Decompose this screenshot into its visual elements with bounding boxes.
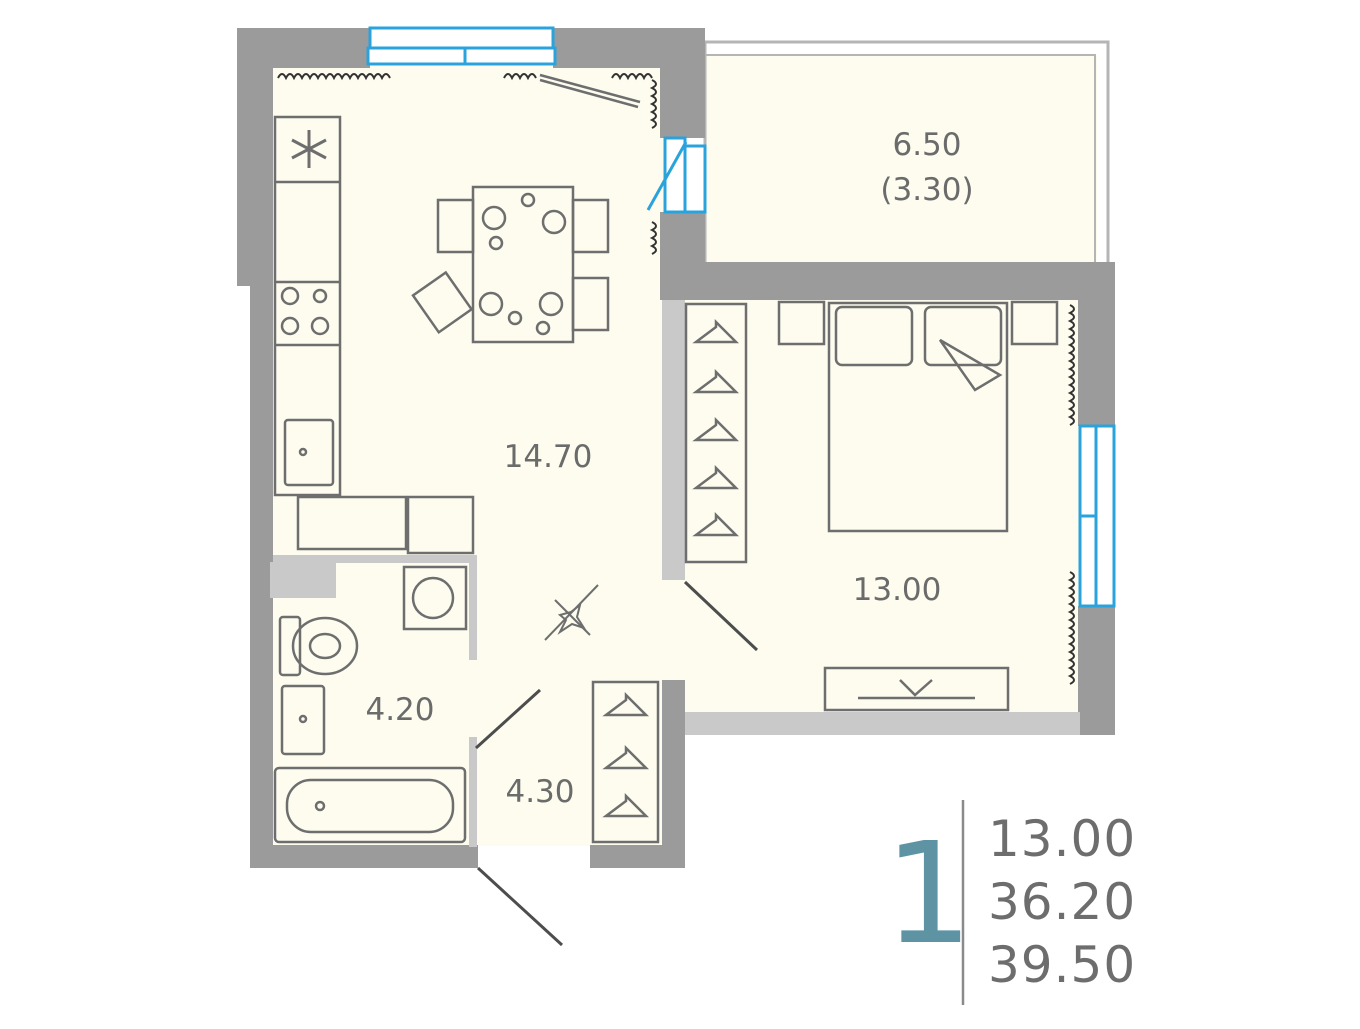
- balcony-reduced-area-label: (3.30): [880, 172, 973, 208]
- dining-table: [411, 185, 610, 344]
- bedroom-area-label: 13.00: [853, 572, 942, 608]
- window-kitchen-side: [646, 136, 707, 214]
- compass-rose-icon: [544, 584, 599, 641]
- tv-wall-mount: [539, 73, 641, 109]
- wardrobe-hall: [591, 680, 660, 844]
- total-with-balcony-value: 39.50: [988, 936, 1137, 994]
- wardrobe-bedroom: [684, 302, 748, 564]
- hallway-area-label: 4.30: [505, 774, 574, 810]
- kitchen-living-area-label: 14.70: [504, 439, 593, 475]
- room-count: 1: [884, 813, 974, 976]
- fridge-snowflake-icon: [291, 130, 327, 168]
- total-area-value: 36.20: [988, 873, 1137, 931]
- kitchen-counter: [273, 115, 342, 497]
- floor: [273, 55, 1097, 846]
- living-area-value: 13.00: [988, 810, 1137, 868]
- walls: [237, 28, 1115, 868]
- balcony-area-label: 6.50: [892, 127, 961, 163]
- window-top: [366, 26, 557, 66]
- doors: [474, 580, 759, 947]
- tv-stand: [823, 666, 1010, 712]
- curtains: [277, 73, 1075, 685]
- bathroom-area-label: 4.20: [365, 692, 434, 728]
- window-bedroom: [1078, 424, 1116, 608]
- bathroom-fixtures: [273, 495, 475, 844]
- bed: [777, 300, 1059, 533]
